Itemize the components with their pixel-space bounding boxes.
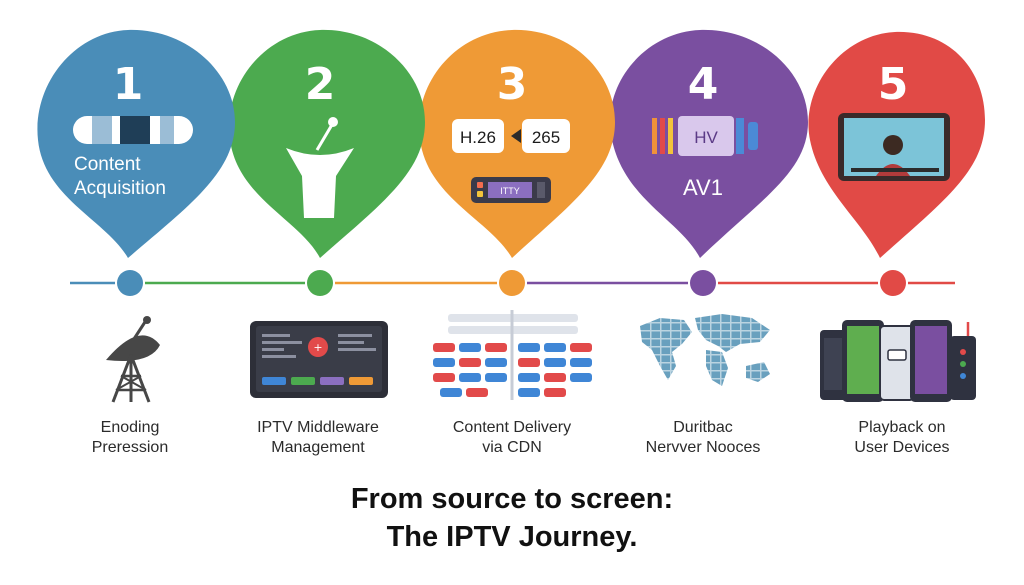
footer-title: From source to screen: The IPTV Journey. (0, 480, 1024, 556)
antenna-tower-icon (106, 316, 160, 403)
stage-4-bubble: 4 HV AV1 (610, 29, 808, 258)
footer-line-2: The IPTV Journey. (386, 521, 638, 553)
cdn-server-grid-icon (433, 310, 592, 400)
stage-5-number: 5 (878, 59, 909, 110)
stage-5-bubble: 5 (808, 31, 985, 259)
satellite-dish-icon (286, 117, 354, 218)
timeline-node-5 (880, 270, 906, 296)
timeline-node-4 (690, 270, 716, 296)
stage-1-bubble: 1 Content Acquisition (37, 29, 235, 258)
stage-1-number: 1 (113, 59, 144, 110)
timeline-node-2 (307, 270, 333, 296)
stage-1-caption: Enoding Preression (91, 419, 169, 456)
codec-badge-icon (652, 116, 758, 156)
timeline-node-1 (117, 270, 143, 296)
stage-3-caption: Content Delivery via CDN (452, 419, 572, 456)
stage-1-label-line-1: Content (74, 154, 141, 175)
stage-3-bubble: 3 H.26 265 ITTY (419, 29, 615, 258)
set-top-box-label: ITTY (500, 186, 520, 196)
stage-4-label: AV1 (683, 175, 723, 200)
timeline-node-3 (499, 270, 525, 296)
stage-4-number: 4 (688, 59, 719, 110)
stage-3-number: 3 (497, 59, 528, 110)
svg-text:+: + (313, 341, 322, 354)
codec-265-badge: 265 (522, 119, 570, 153)
stage-2-number: 2 (305, 59, 336, 110)
tv-screen-icon (838, 113, 950, 181)
arrow-left-icon (511, 129, 521, 143)
stage-1-label-line-2: Acquisition (74, 178, 166, 199)
stage-5-caption: Playback on User Devices (854, 419, 950, 456)
stage-2-bubble: 2 (229, 29, 425, 258)
codec-h26-badge: H.26 (452, 119, 504, 153)
set-top-box-icon (471, 177, 551, 203)
user-devices-icon (820, 320, 976, 402)
timeline (70, 270, 955, 296)
media-capsule-icon (73, 116, 193, 144)
world-map-icon (640, 310, 780, 390)
svg-text:265: 265 (532, 128, 560, 147)
middleware-dashboard-icon: + (250, 321, 388, 398)
svg-text:H.26: H.26 (460, 128, 496, 147)
stage-4-caption: Duritbac Nervver Nooces (645, 419, 761, 456)
footer-line-1: From source to screen: (350, 483, 674, 515)
codec-badge-label: HV (694, 128, 718, 147)
stage-2-caption: IPTV Middleware Management (257, 419, 379, 456)
